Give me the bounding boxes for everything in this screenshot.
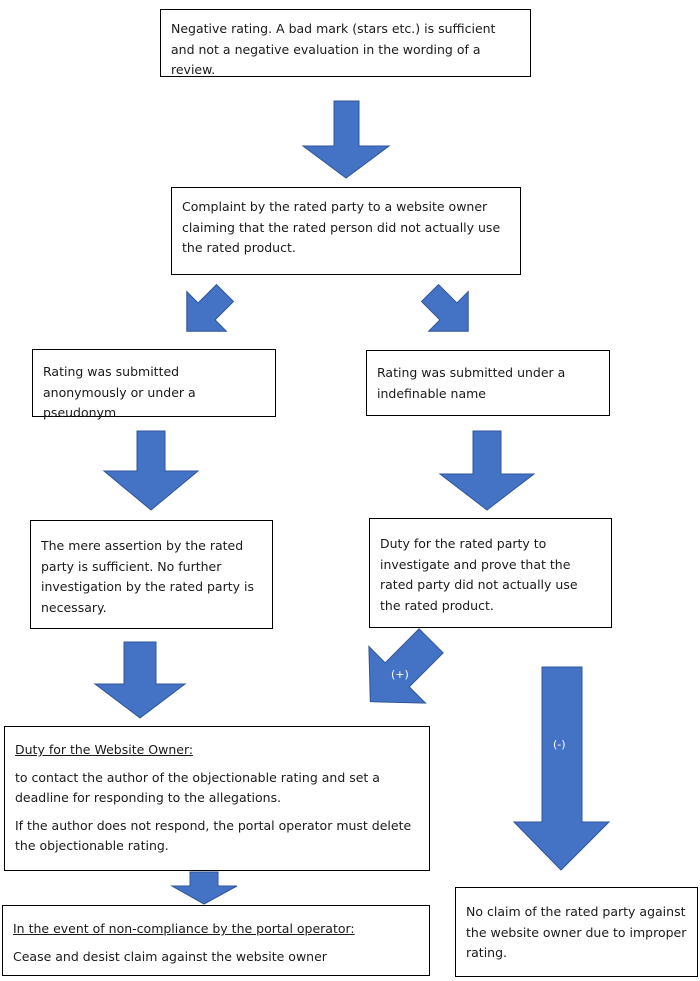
website-owner-box: Duty for the Website Owner: to contact t… <box>4 726 430 871</box>
minus-label: (-) <box>553 738 566 751</box>
negative-rating-box: Negative rating. A bad mark (stars etc.)… <box>160 9 531 77</box>
duty-investigate-box: Duty for the rated party to investigate … <box>369 518 612 628</box>
noncompliance-heading: In the event of non-compliance by the po… <box>13 921 355 936</box>
arrow-diag-left <box>186 283 235 332</box>
website-owner-paragraph-1: to contact the author of the objectionab… <box>15 769 380 806</box>
arrow-down-right-1 <box>438 430 536 511</box>
arrow-down-left-2 <box>93 641 187 719</box>
indefinable-box: Rating was submitted under a indefinable… <box>366 350 610 416</box>
arrow-down-left-1 <box>102 430 200 511</box>
noncompliance-box: In the event of non-compliance by the po… <box>2 905 430 976</box>
arrow-minus <box>512 666 611 871</box>
no-claim-text: No claim of the rated party against the … <box>466 904 687 960</box>
website-owner-paragraph-2: If the author does not respond, the port… <box>15 817 412 854</box>
mere-assertion-text: The mere assertion by the rated party is… <box>41 538 254 615</box>
arrow-down-1 <box>301 100 391 179</box>
negative-rating-text: Negative rating. A bad mark (stars etc.)… <box>171 21 496 77</box>
complaint-box: Complaint by the rated party to a websit… <box>171 187 521 275</box>
website-owner-heading: Duty for the Website Owner: <box>15 742 194 757</box>
plus-label: (+) <box>391 668 409 681</box>
indefinable-text: Rating was submitted under a indefinable… <box>377 365 566 401</box>
anonymous-text: Rating was submitted anonymously or unde… <box>43 364 196 420</box>
complaint-text: Complaint by the rated party to a websit… <box>182 199 501 255</box>
arrow-down-bottom <box>170 871 238 905</box>
anonymous-box: Rating was submitted anonymously or unde… <box>32 349 276 420</box>
mere-assertion-box: The mere assertion by the rated party is… <box>30 520 273 629</box>
noncompliance-text: Cease and desist claim against the websi… <box>13 948 327 964</box>
arrow-plus <box>368 628 444 704</box>
no-claim-box: No claim of the rated party against the … <box>455 887 698 977</box>
arrow-diag-right <box>420 283 469 332</box>
duty-investigate-text: Duty for the rated party to investigate … <box>380 536 578 613</box>
